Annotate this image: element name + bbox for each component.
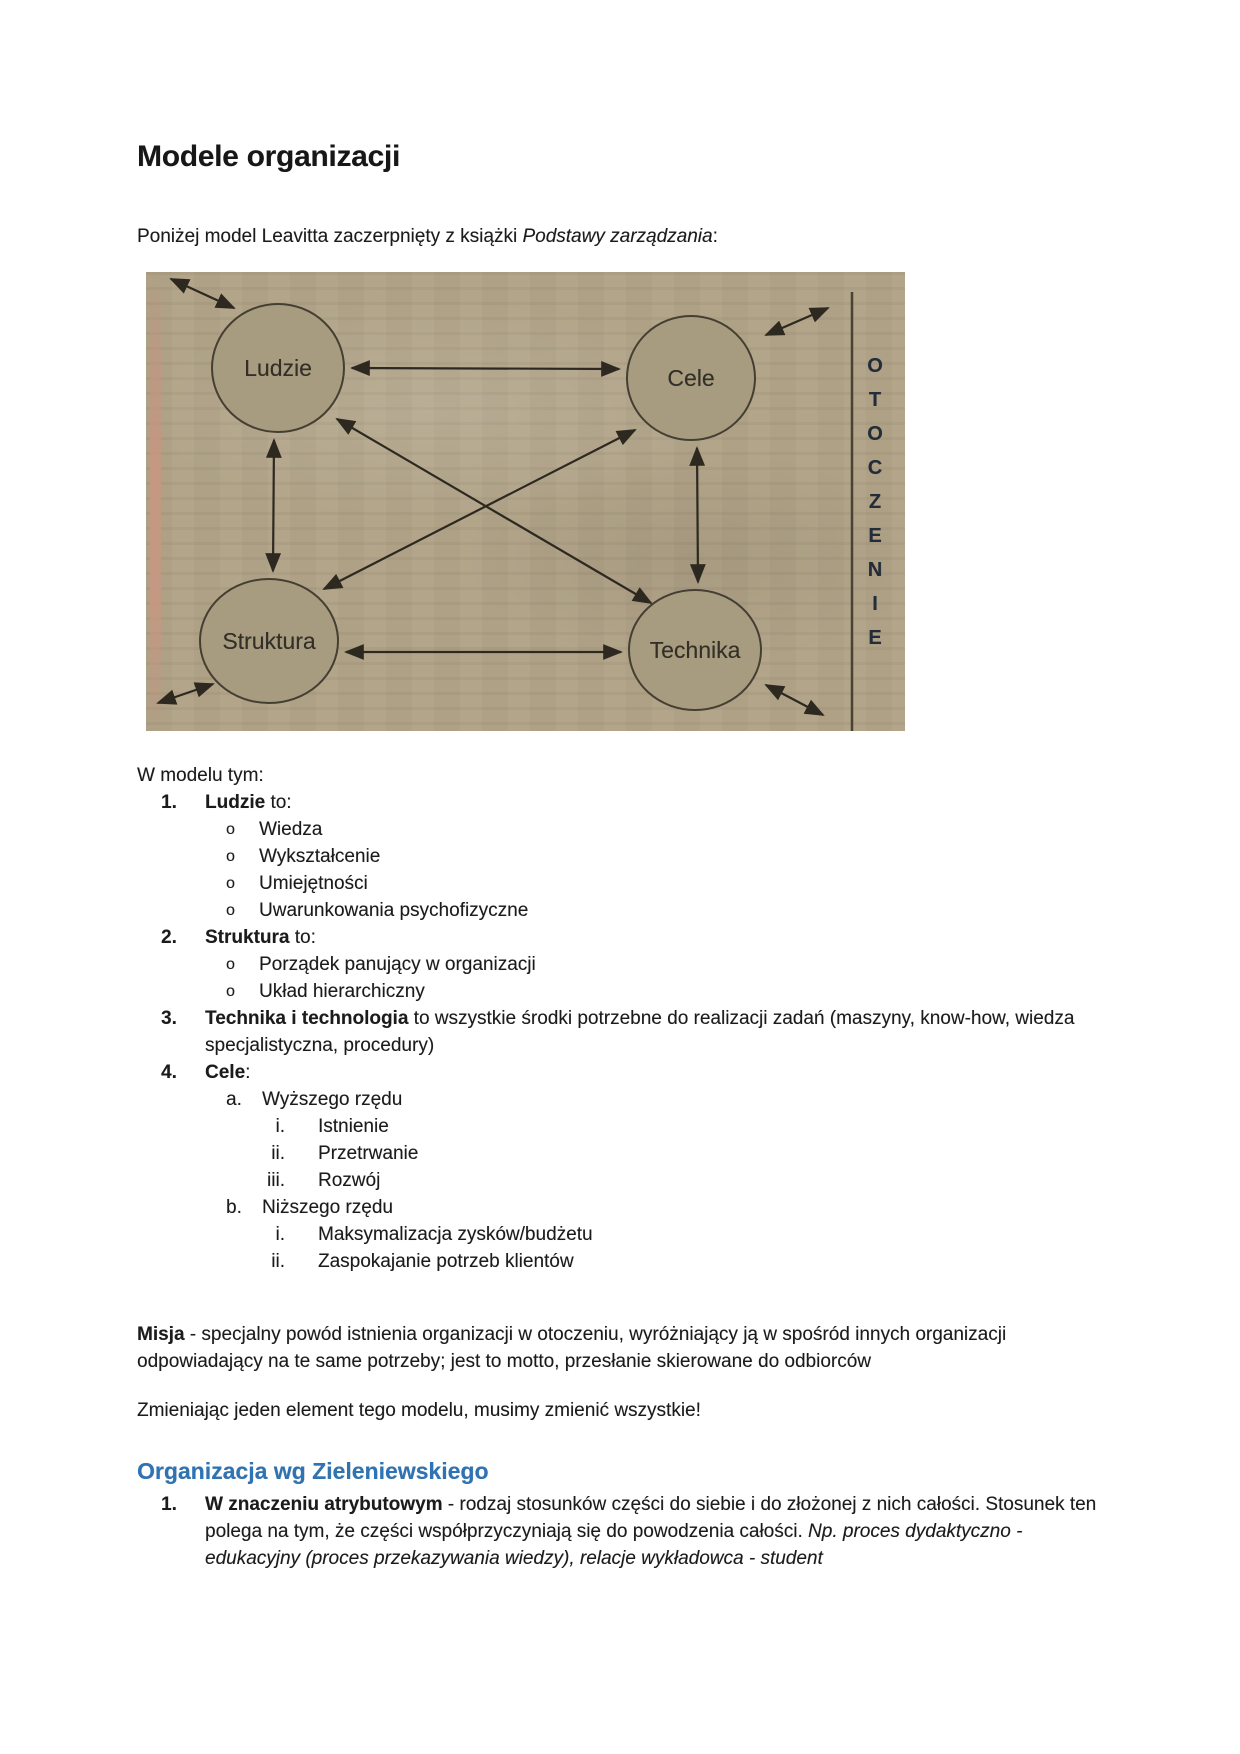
arrow-ludzie-struktura	[265, 438, 282, 573]
intro-text: Poniżej model Leavitta zaczerpnięty z ks…	[137, 226, 523, 247]
subitem-text: Wiedza	[259, 819, 323, 840]
subitem-text: Porządek panujący w organizacji	[259, 954, 536, 975]
node-struktura-label: Struktura	[222, 628, 316, 654]
list-item-text: Technika i technologia to wszystkie środ…	[205, 1008, 1075, 1056]
bullet-marker: o	[226, 902, 235, 919]
book-page-edge	[150, 272, 161, 731]
list-roman-item: i. Maksymalizacja zysków/budżetu	[137, 1221, 1107, 1248]
arrow-technika-environment	[764, 684, 825, 716]
node-technika-label: Technika	[650, 637, 741, 663]
environment-label-letter: E	[868, 627, 882, 649]
list-item-struktura: 2. Struktura to:	[137, 924, 1107, 951]
environment-label-letter: O	[867, 423, 883, 445]
roman-text: Maksymalizacja zysków/budżetu	[318, 1224, 593, 1245]
arrow-struktura-environment	[156, 682, 215, 705]
roman-text: Istnienie	[318, 1116, 389, 1137]
list-roman-item: ii. Przetrwanie	[137, 1140, 1107, 1167]
list-subitem: o Wiedza	[137, 816, 1107, 843]
node-ludzie-circle	[211, 303, 345, 433]
node-cele-circle	[626, 315, 756, 441]
list-roman-item: iii. Rozwój	[137, 1167, 1107, 1194]
arrow-cele-technika	[689, 446, 706, 584]
list-number: 2.	[161, 927, 177, 948]
arrow-ludzie-cele	[350, 360, 621, 377]
environment-label-letter: I	[872, 593, 878, 615]
node-technika-circle	[628, 589, 762, 711]
letter-marker: a.	[226, 1089, 242, 1110]
book-title-italic: Podstawy zarządzania	[522, 226, 713, 247]
document-page: Modele organizacji Poniżej model Leavitt…	[137, 140, 1107, 1572]
environment-label-letter: T	[868, 389, 882, 411]
leavitt-model-diagram: Ludzie Cele Struktura Technika	[156, 278, 854, 731]
node-ludzie-label: Ludzie	[244, 355, 312, 381]
list-subitem: o Porządek panujący w organizacji	[137, 951, 1107, 978]
arrow-ludzie-technika	[335, 417, 653, 605]
list-subitem-b: b. Niższego rzędu	[137, 1194, 1107, 1221]
roman-marker: ii.	[271, 1143, 285, 1164]
list-item-atrybutowym: 1. W znaczeniu atrybutowym - rodzaj stos…	[137, 1491, 1107, 1572]
roman-marker: i.	[275, 1224, 286, 1245]
list-subitem: o Układ hierarchiczny	[137, 978, 1107, 1005]
roman-text: Zaspokajanie potrzeb klientów	[318, 1251, 574, 1272]
node-struktura-circle	[199, 578, 339, 704]
letter-marker: b.	[226, 1197, 242, 1218]
subitem-text: Wykształcenie	[259, 846, 381, 867]
subitem-text: Układ hierarchiczny	[259, 981, 425, 1002]
intro-paragraph: Poniżej model Leavitta zaczerpnięty z ks…	[137, 223, 1107, 250]
node-cele-label: Cele	[667, 365, 714, 391]
environment-label-letter: Z	[868, 491, 882, 513]
list-item-ludzie: 1. Ludzie to:	[137, 789, 1107, 816]
misja-bold: Misja	[137, 1324, 185, 1345]
misja-paragraph: Misja - specjalny powód istnienia organi…	[137, 1321, 1107, 1375]
list-item-text: Cele:	[205, 1062, 251, 1083]
note-paragraph: Zmieniając jeden element tego modelu, mu…	[137, 1400, 701, 1421]
list-item-cele: 4. Cele:	[137, 1059, 1107, 1086]
list-item-technika: 3. Technika i technologia to wszystkie ś…	[137, 1005, 1107, 1059]
list-item-text: W znaczeniu atrybutowym - rodzaj stosunk…	[205, 1494, 1097, 1569]
list-number: 1.	[161, 1494, 177, 1515]
list-roman-item: i. Istnienie	[137, 1113, 1107, 1140]
list-item-text: Ludzie to:	[205, 792, 292, 813]
subitem-text: Umiejętności	[259, 873, 368, 894]
bullet-marker: o	[226, 983, 235, 1000]
arrow-cele-environment	[764, 306, 830, 337]
list-subitem: o Umiejętności	[137, 870, 1107, 897]
environment-label-letter: N	[867, 559, 883, 581]
roman-text: Przetrwanie	[318, 1143, 419, 1164]
arrow-ludzie-environment	[169, 278, 236, 309]
bullet-marker: o	[226, 875, 235, 892]
bullet-marker: o	[226, 956, 235, 973]
list-number: 4.	[161, 1062, 177, 1083]
environment-label-letter: E	[868, 525, 882, 547]
roman-marker: i.	[275, 1116, 286, 1137]
list-subitem-a: a. Wyższego rzędu	[137, 1086, 1107, 1113]
environment-label-letter: C	[867, 457, 883, 479]
roman-marker: ii.	[271, 1251, 285, 1272]
page-title: Modele organizacji	[137, 140, 400, 173]
subitem-text: Wyższego rzędu	[262, 1089, 403, 1110]
model-arrows	[156, 278, 830, 716]
section-heading-zieleniewski: Organizacja wg Zieleniewskiego	[137, 1458, 489, 1484]
list-roman-item: ii. Zaspokajanie potrzeb klientów	[137, 1248, 1107, 1275]
bullet-marker: o	[226, 848, 235, 865]
roman-text: Rozwój	[318, 1170, 381, 1191]
subitem-text: Niższego rzędu	[262, 1197, 393, 1218]
bullet-marker: o	[226, 821, 235, 838]
list-number: 3.	[161, 1008, 177, 1029]
misja-text: - specjalny powód istnienia organizacji …	[137, 1324, 1007, 1372]
model-list-heading: W modelu tym:	[137, 765, 264, 786]
list-number: 1.	[161, 792, 177, 813]
list-subitem: o Wykształcenie	[137, 843, 1107, 870]
subitem-text: Uwarunkowania psychofizyczne	[259, 900, 529, 921]
model-nodes: Ludzie Cele Struktura Technika	[199, 303, 762, 711]
intro-colon: :	[712, 226, 718, 247]
roman-marker: iii.	[267, 1170, 285, 1191]
list-subitem: o Uwarunkowania psychofizyczne	[137, 897, 1107, 924]
environment-label-letter: O	[867, 355, 883, 377]
list-item-text: Struktura to:	[205, 927, 316, 948]
